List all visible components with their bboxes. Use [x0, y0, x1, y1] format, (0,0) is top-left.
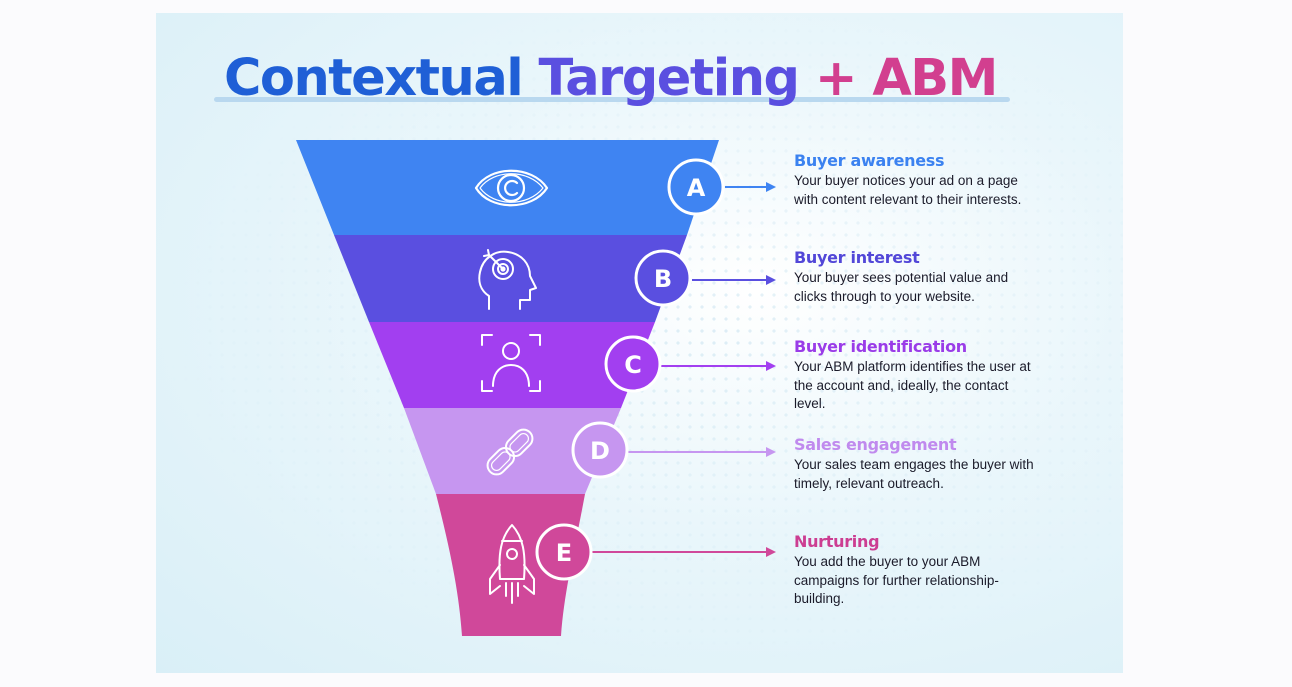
stage-a-text: Buyer awareness Your buyer notices your … [794, 151, 1034, 209]
chain-link-icon [486, 428, 534, 476]
title-part-contextual: Contextual [224, 49, 524, 108]
stage-d-description: Your sales team engages the buyer with t… [794, 457, 1034, 491]
badge-a-letter: A [687, 174, 706, 202]
badge-b: B [634, 249, 692, 307]
eye-icon [474, 169, 549, 207]
stage-b-text: Buyer interest Your buyer sees potential… [794, 248, 1034, 306]
stage-c-title: Buyer identification [794, 337, 967, 356]
rocket-icon [489, 524, 535, 604]
connector-arrows [591, 182, 776, 557]
stage-e-title: Nurturing [794, 532, 880, 551]
stage-e-description: You add the buyer to your ABM campaigns … [794, 554, 999, 606]
badge-e: E [535, 523, 593, 581]
funnel-layer-b [334, 235, 687, 322]
infographic-card: Contextual Targeting + ABM [156, 13, 1123, 673]
stage-b-title: Buyer interest [794, 248, 920, 267]
head-target-icon [478, 249, 537, 310]
stage-c-text: Buyer identification Your ABM platform i… [794, 337, 1034, 414]
badge-e-letter: E [556, 539, 572, 567]
badge-c: C [604, 335, 662, 393]
stage-a-description: Your buyer notices your ad on a page wit… [794, 173, 1022, 207]
user-scan-icon [481, 334, 541, 392]
badge-d: D [571, 421, 629, 479]
stage-c-description: Your ABM platform identifies the user at… [794, 359, 1031, 411]
title-part-targeting: Targeting [538, 49, 801, 108]
stage-d-text: Sales engagement Your sales team engages… [794, 435, 1034, 493]
badge-a: A [667, 158, 725, 216]
stage-e-text: Nurturing You add the buyer to your ABM … [794, 532, 1034, 609]
funnel-layer-a [296, 140, 719, 235]
infographic-title: Contextual Targeting + ABM [224, 49, 999, 109]
title-part-abm: + ABM [814, 49, 999, 108]
badge-c-letter: C [624, 351, 642, 379]
stage-d-title: Sales engagement [794, 435, 957, 454]
stage-b-description: Your buyer sees potential value and clic… [794, 270, 1009, 304]
funnel-diagram: A B C D E [296, 140, 776, 636]
title-underline [214, 97, 1010, 102]
badge-b-letter: B [654, 265, 672, 293]
badge-d-letter: D [590, 437, 610, 465]
stage-a-title: Buyer awareness [794, 151, 945, 170]
